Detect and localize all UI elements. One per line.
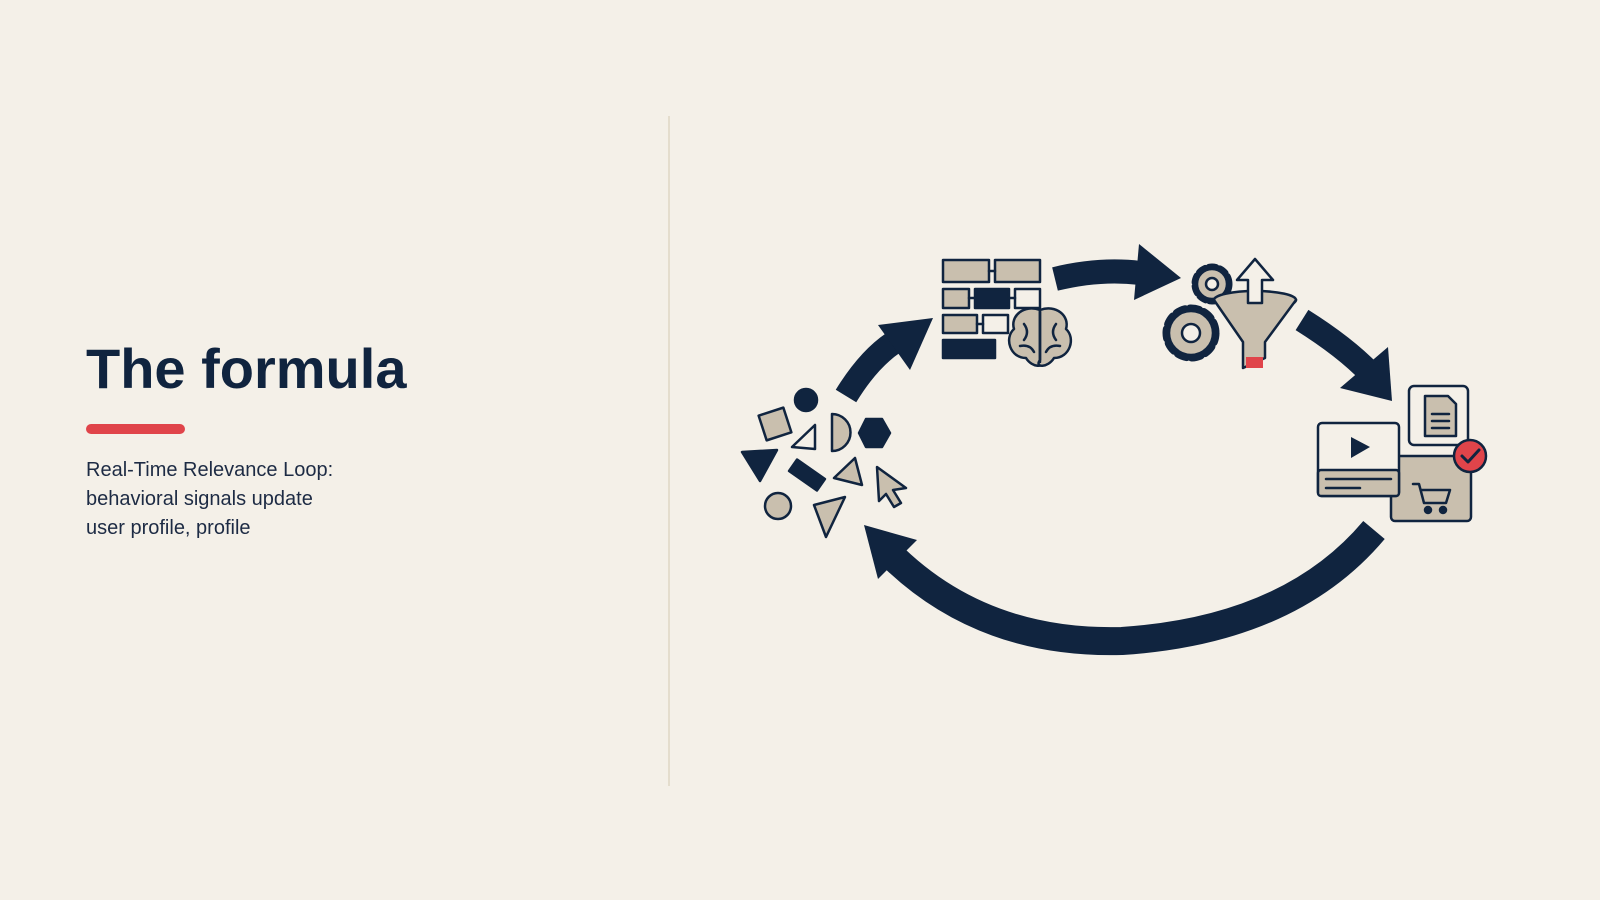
vertical-divider <box>668 116 670 786</box>
arrow-content-to-signals <box>864 520 1385 656</box>
slide-title: The formula <box>86 337 407 400</box>
scattered-shapes-cursor-icon <box>740 387 908 539</box>
arrow-ranking-to-content <box>1295 309 1392 401</box>
data-grid-brain-icon <box>941 258 1073 367</box>
gears-funnel-icon <box>1162 257 1298 370</box>
subtitle-line-2: behavioral signals update <box>86 488 313 510</box>
content-cards-icon <box>1316 384 1488 523</box>
small-gear-icon <box>1191 263 1233 305</box>
subtitle-line-1: Real-Time Relevance Loop: <box>86 459 334 481</box>
subtitle-line-3: user profile, profile <box>86 517 251 539</box>
slide-subtitle: Real-Time Relevance Loop: behavioral sig… <box>86 456 416 543</box>
title-accent-bar <box>86 424 185 434</box>
arrow-profile-to-ranking <box>1052 244 1181 300</box>
large-gear-icon <box>1162 304 1220 362</box>
arrow-signals-to-profile <box>835 318 933 403</box>
